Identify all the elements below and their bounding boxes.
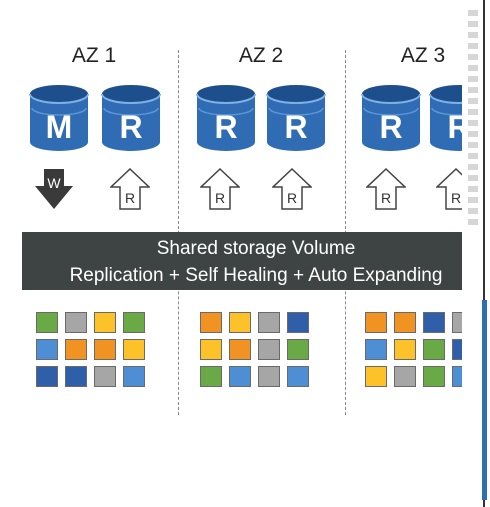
replica-db-icon: R (266, 85, 326, 151)
storage-block (258, 312, 280, 333)
storage-block (65, 366, 87, 387)
cropped-slide-edge (462, 0, 490, 507)
storage-block (258, 339, 280, 360)
storage-blocks-az1 (36, 312, 145, 387)
read-arrow-icon: R (272, 168, 312, 210)
storage-block (65, 339, 87, 360)
storage-block (365, 366, 387, 387)
db-letter: R (379, 109, 402, 145)
read-label: R (125, 190, 135, 206)
db-letter: R (119, 109, 142, 145)
storage-block (365, 312, 387, 333)
storage-block (229, 312, 251, 333)
storage-block (123, 312, 145, 333)
read-label: R (287, 190, 297, 206)
read-arrow-icon: R (200, 168, 240, 210)
storage-block (123, 366, 145, 387)
storage-block (94, 339, 116, 360)
storage-block (65, 312, 87, 333)
az-label-3: AZ 3 (400, 44, 446, 67)
edge-line (483, 0, 485, 507)
storage-block (200, 339, 222, 360)
storage-block (229, 366, 251, 387)
storage-block (287, 366, 309, 387)
replica-db-icon: R (196, 85, 256, 151)
storage-block (94, 312, 116, 333)
replica-db-icon: R (361, 85, 421, 151)
storage-block (394, 312, 416, 333)
storage-block (423, 366, 445, 387)
db-letter: R (214, 109, 237, 145)
faded-vertical-text (468, 10, 478, 230)
blue-edge-text (482, 300, 487, 500)
banner-subtitle: Replication + Self Healing + Auto Expand… (69, 265, 443, 286)
read-arrow-icon: R (366, 168, 406, 210)
storage-block (287, 312, 309, 333)
read-label: R (451, 190, 461, 206)
db-letter: M (46, 109, 73, 145)
storage-block (36, 366, 58, 387)
master-db-icon: M (29, 85, 89, 151)
replica-db-icon: R (101, 85, 161, 151)
storage-block (287, 339, 309, 360)
storage-blocks-az2 (200, 312, 309, 387)
read-label: R (215, 190, 225, 206)
az-label-2: AZ 2 (238, 44, 284, 67)
write-label: W (47, 175, 61, 191)
storage-block (36, 339, 58, 360)
storage-block (94, 366, 116, 387)
az-label-1: AZ 1 (71, 44, 117, 67)
storage-block (36, 312, 58, 333)
storage-block (394, 339, 416, 360)
storage-block (394, 366, 416, 387)
storage-block (423, 339, 445, 360)
storage-block (229, 339, 251, 360)
write-arrow-icon: W (35, 169, 73, 209)
banner-title: Shared storage Volume (156, 238, 356, 259)
shared-storage-banner: Shared storage Volume Replication + Self… (22, 232, 490, 290)
storage-block (200, 312, 222, 333)
read-label: R (381, 190, 391, 206)
storage-block (123, 339, 145, 360)
storage-block (423, 312, 445, 333)
storage-block (258, 366, 280, 387)
db-letter: R (284, 109, 307, 145)
storage-block (365, 339, 387, 360)
storage-block (200, 366, 222, 387)
storage-blocks-az3 (365, 312, 474, 387)
read-arrow-icon: R (110, 168, 150, 210)
